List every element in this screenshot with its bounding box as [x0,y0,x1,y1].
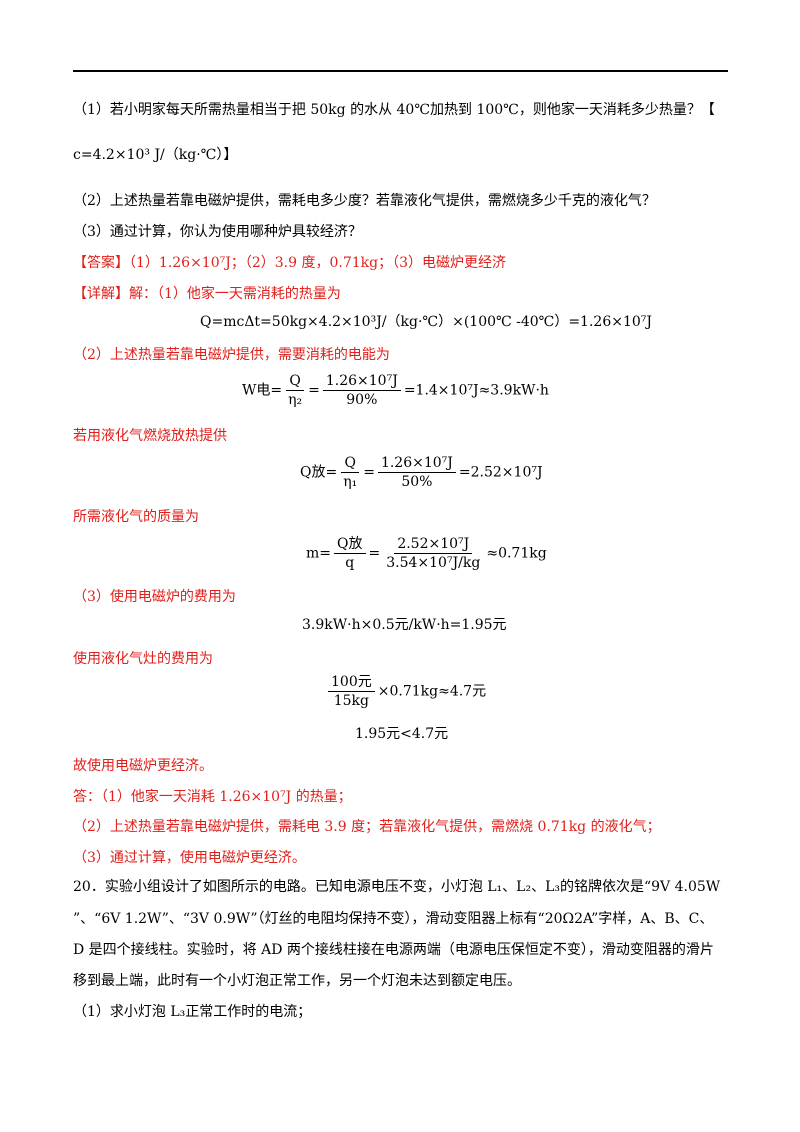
conclusion: 故使用电磁炉更经济。 [73,758,213,774]
eq4-rhs: ≈0.71kg [486,545,547,562]
equation-heat: Q=mcΔt=50kg×4.2×10³J/（kg·℃）×(100℃ -40℃）=… [200,314,652,330]
question-1-constant: c=4.2×10³ J/（kg·℃）】 [73,147,238,163]
eq2-num2: 1.26×10⁷J [322,373,401,391]
step-5-text: （3）使用电磁炉的费用为 [73,589,236,605]
step-3-text: 若用液化气燃烧放热提供 [73,428,227,444]
eq4-num1: Q放 [334,536,366,554]
header-rule [73,70,728,72]
final-answer-3: （3）通过计算，使用电磁炉更经济。 [73,850,306,866]
step-4-text: 所需液化气的质量为 [73,509,199,525]
eq2-rhs: =1.4×10⁷J≈3.9kW·h [403,382,549,399]
eq6-rhs: ×0.71kg≈4.7元 [377,683,487,700]
eq3-rhs: =2.52×10⁷J [458,464,543,481]
question-2: （2）上述热量若靠电磁炉提供，需耗电多少度？若靠液化气提供，需燃烧多少千克的液化… [73,193,656,209]
problem-20-line-3: D 是四个接线柱。实验时，将 AD 两个接线柱接在电源两端（电源电压保恒定不变）… [73,942,714,958]
eq2-den2: 90% [346,392,378,408]
eq3-lhs: Q放= [300,464,338,481]
eq4-num2: 2.52×10⁷J [394,536,473,554]
problem-20-question-1: （1）求小灯泡 L₃正常工作时的电流； [73,1004,312,1020]
problem-20-line-2: ”、“6V 1.2W”、“3V 0.9W”（灯丝的电阻均保持不变），滑动变阻器上… [73,911,714,927]
eq4-lhs: m= [306,545,332,562]
detail-line: 【详解】解：（1）他家一天需消耗的热量为 [73,286,341,302]
question-3: （3）通过计算，你认为使用哪种炉具较经济？ [73,224,362,240]
eq6-num: 100元 [328,674,375,692]
answer-line: 【答案】（1）1.26×10⁷J；（2）3.9 度，0.71kg；（3）电磁炉更… [73,255,506,271]
eq2-den1: η₂ [288,392,303,408]
eq3-den1: η₁ [343,474,358,490]
eq6-den: 15kg [333,693,369,709]
eq4-den1: q [345,555,355,571]
eq4-den2: 3.54×10⁷J/kg [386,555,481,571]
eq2-num1: Q [286,373,304,391]
problem-20-line-4: 移到最上端，此时有一个小灯泡正常工作，另一个灯泡未达到额定电压。 [73,973,521,989]
eq2-lhs: W电= [242,382,283,399]
final-answer-2: （2）上述热量若靠电磁炉提供，需耗电 3.9 度；若靠液化气提供，需燃烧 0.7… [73,819,661,835]
step-2-text: （2）上述热量若靠电磁炉提供，需要消耗的电能为 [73,347,390,363]
question-1: （1）若小明家每天所需热量相当于把 50kg 的水从 40℃加热到 100℃，则… [73,102,715,118]
final-answer-1: 答：（1）他家一天消耗 1.26×10⁷J 的热量； [73,789,352,805]
eq3-den2: 50% [401,474,433,490]
step-6-text: 使用液化气灶的费用为 [73,651,213,667]
equation-electric-cost: 3.9kW·h×0.5元/kW·h=1.95元 [302,617,507,633]
problem-20-line-1: 20．实验小组设计了如图所示的电路。已知电源电压不变，小灯泡 L₁、L₂、L₃的… [73,879,721,895]
eq3-num1: Q [341,455,359,473]
eq3-num2: 1.26×10⁷J [377,455,456,473]
equation-compare: 1.95元<4.7元 [355,726,449,742]
